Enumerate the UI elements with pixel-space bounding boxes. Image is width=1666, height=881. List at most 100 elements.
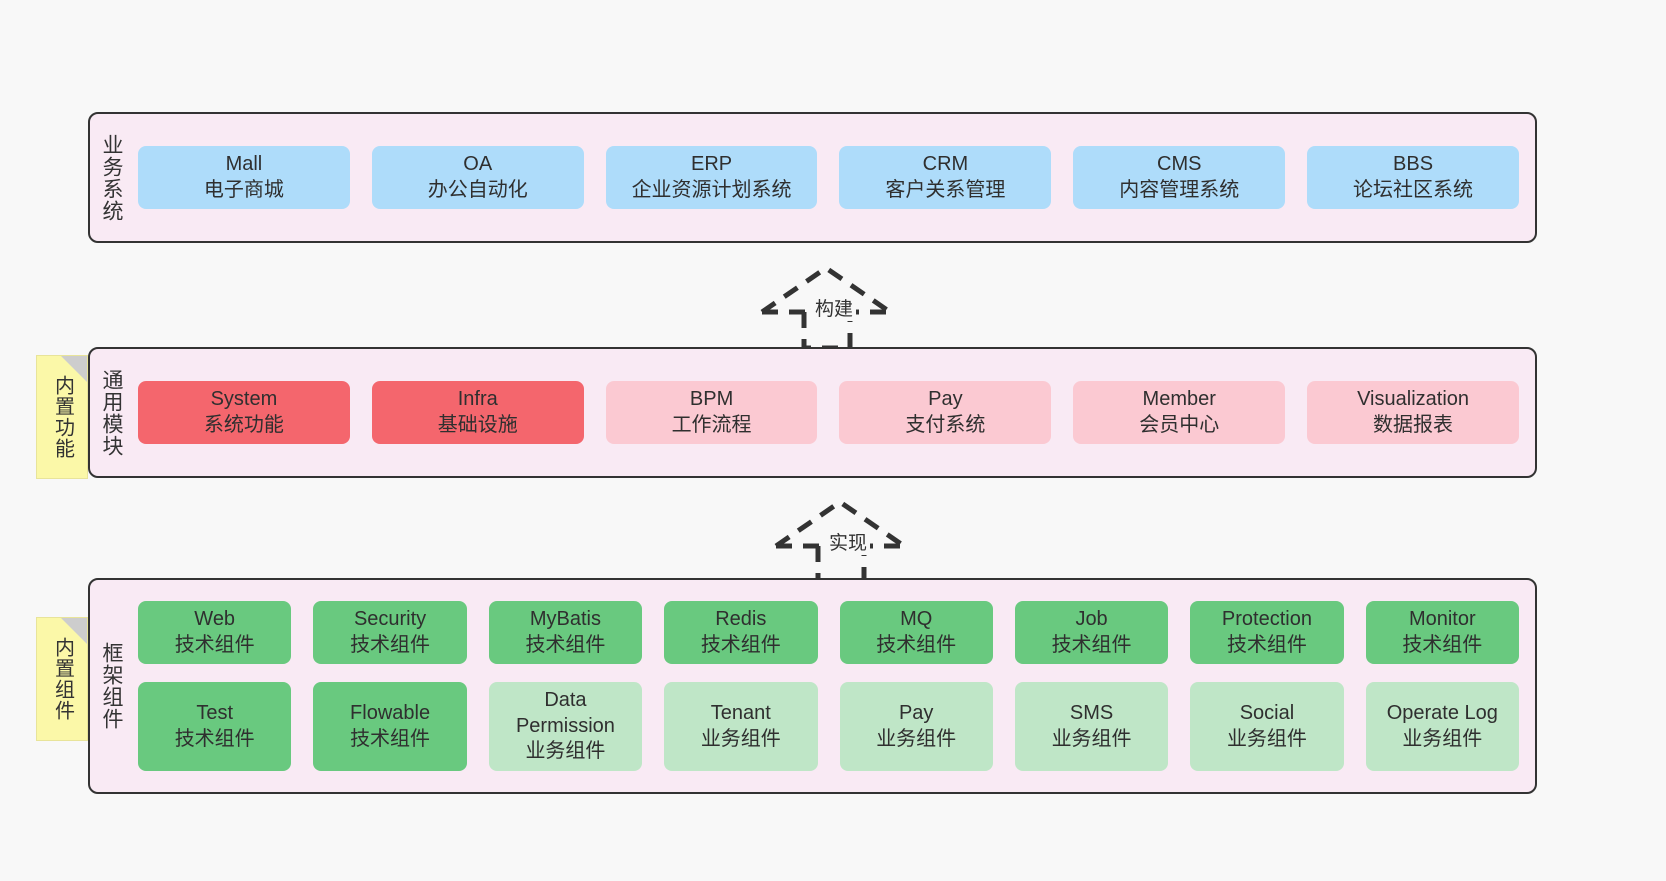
note-builtin-component: 内置组件 (36, 617, 88, 741)
layer-title-framework-component: 框架组件 (100, 642, 124, 730)
layer-business-system: 业务系统 Mall 电子商城 OA 办公自动化 ERP 企业资源计划系统 CRM (88, 112, 1537, 243)
node-member[interactable]: Member 会员中心 (1073, 380, 1286, 445)
node-system-en: System (210, 387, 278, 410)
node-crm-cn: 客户关系管理 (885, 178, 1006, 201)
node-pay-module[interactable]: Pay 支付系统 (839, 380, 1052, 445)
layer-framework-component: 框架组件 Web 技术组件 Security 技术组件 MyBatis 技术组件… (88, 578, 1537, 794)
node-test[interactable]: Test 技术组件 (138, 682, 292, 771)
node-data-permission-en: Data Permission (515, 689, 615, 737)
node-crm[interactable]: CRM 客户关系管理 (839, 145, 1052, 210)
node-mall-cn: 电子商城 (203, 178, 284, 201)
node-mq[interactable]: MQ 技术组件 (839, 601, 993, 665)
node-system-cn: 系统功能 (203, 413, 284, 436)
note-fold-corner-icon (61, 618, 87, 644)
node-job-en: Job (1075, 608, 1108, 631)
node-job[interactable]: Job 技术组件 (1014, 601, 1169, 665)
node-monitor[interactable]: Monitor 技术组件 (1365, 601, 1519, 665)
node-tenant-en: Tenant (710, 702, 771, 724)
node-job-cn: 技术组件 (1051, 633, 1132, 656)
node-sms-en: SMS (1069, 702, 1114, 724)
note-fold-corner-icon (61, 356, 87, 382)
node-web-en: Web (194, 608, 236, 631)
node-bpm[interactable]: BPM 工作流程 (605, 380, 818, 445)
node-bbs[interactable]: BBS 论坛社区系统 (1307, 145, 1519, 210)
node-protection[interactable]: Protection 技术组件 (1190, 601, 1344, 665)
node-erp-cn: 企业资源计划系统 (631, 178, 792, 201)
node-visualization[interactable]: Visualization 数据报表 (1307, 380, 1519, 445)
node-infra-en: Infra (457, 387, 498, 410)
node-infra[interactable]: Infra 基础设施 (371, 380, 584, 445)
node-visualization-en: Visualization (1357, 387, 1470, 410)
node-data-permission[interactable]: Data Permission 业务组件 (488, 682, 643, 771)
layer-body-framework-component: Web 技术组件 Security 技术组件 MyBatis 技术组件 Redi… (132, 580, 1535, 792)
node-tenant[interactable]: Tenant 业务组件 (664, 682, 818, 771)
node-web-cn: 技术组件 (174, 633, 255, 656)
node-oa-cn: 办公自动化 (427, 178, 528, 201)
row-business-systems: Mall 电子商城 OA 办公自动化 ERP 企业资源计划系统 CRM 客户关系… (138, 145, 1519, 210)
node-redis-cn: 技术组件 (700, 633, 781, 656)
node-redis[interactable]: Redis 技术组件 (664, 601, 818, 665)
node-bbs-cn: 论坛社区系统 (1353, 178, 1474, 201)
node-data-permission-cn: 业务组件 (525, 740, 606, 763)
node-mq-cn: 技术组件 (876, 633, 957, 656)
node-monitor-cn: 技术组件 (1402, 633, 1483, 656)
node-flowable[interactable]: Flowable 技术组件 (313, 682, 467, 771)
row-common-modules: System 系统功能 Infra 基础设施 BPM 工作流程 Pay 支付系统… (138, 380, 1519, 445)
node-sms-cn: 业务组件 (1051, 727, 1132, 750)
node-mybatis-cn: 技术组件 (525, 633, 606, 656)
node-pay-component[interactable]: Pay 业务组件 (839, 682, 993, 771)
node-redis-en: Redis (715, 608, 767, 631)
row-tech-components: Web 技术组件 Security 技术组件 MyBatis 技术组件 Redi… (138, 601, 1519, 665)
node-bpm-cn: 工作流程 (671, 413, 752, 436)
node-protection-cn: 技术组件 (1226, 633, 1307, 656)
node-bpm-en: BPM (689, 387, 734, 410)
node-operate-log[interactable]: Operate Log 业务组件 (1365, 682, 1519, 771)
layer-title-common-module: 通用模块 (100, 368, 124, 457)
node-security-cn: 技术组件 (350, 633, 431, 656)
node-oa[interactable]: OA 办公自动化 (371, 145, 584, 210)
node-flowable-cn: 技术组件 (350, 727, 431, 750)
node-visualization-cn: 数据报表 (1373, 413, 1454, 436)
node-web[interactable]: Web 技术组件 (138, 601, 292, 665)
layer-body-business-system: Mall 电子商城 OA 办公自动化 ERP 企业资源计划系统 CRM 客户关系… (132, 114, 1535, 241)
node-oa-en: OA (463, 152, 493, 175)
layer-body-common-module: System 系统功能 Infra 基础设施 BPM 工作流程 Pay 支付系统… (132, 349, 1535, 476)
node-infra-cn: 基础设施 (437, 413, 518, 436)
note-builtin-component-label: 内置组件 (51, 637, 74, 721)
node-tenant-cn: 业务组件 (700, 727, 781, 750)
node-cms-cn: 内容管理系统 (1119, 178, 1240, 201)
node-erp-en: ERP (691, 152, 733, 175)
note-builtin-function: 内置功能 (36, 355, 88, 479)
node-operate-log-cn: 业务组件 (1402, 727, 1483, 750)
node-mall[interactable]: Mall 电子商城 (138, 145, 350, 210)
node-social[interactable]: Social 业务组件 (1190, 682, 1344, 771)
connector-implement-label: 实现 (826, 528, 871, 555)
row-business-components: Test 技术组件 Flowable 技术组件 Data Permission … (138, 682, 1519, 771)
node-social-cn: 业务组件 (1226, 727, 1307, 750)
node-operate-log-en: Operate Log (1386, 702, 1498, 724)
node-mybatis[interactable]: MyBatis 技术组件 (488, 601, 643, 665)
node-erp[interactable]: ERP 企业资源计划系统 (605, 145, 818, 210)
node-mybatis-en: MyBatis (529, 608, 601, 631)
node-security-en: Security (353, 608, 427, 631)
note-builtin-function-label: 内置功能 (51, 375, 74, 459)
node-cms-en: CMS (1157, 152, 1202, 175)
layer-title-business-system: 业务系统 (100, 133, 124, 222)
node-cms[interactable]: CMS 内容管理系统 (1073, 145, 1286, 210)
node-social-en: Social (1239, 702, 1295, 724)
node-test-en: Test (196, 702, 234, 724)
node-mall-en: Mall (225, 152, 263, 175)
layer-common-module: 通用模块 System 系统功能 Infra 基础设施 BPM 工作流程 Pay (88, 347, 1537, 478)
node-security[interactable]: Security 技术组件 (313, 601, 467, 665)
connector-build-label: 构建 (812, 294, 857, 321)
node-crm-en: CRM (922, 152, 969, 175)
node-member-cn: 会员中心 (1139, 413, 1220, 436)
node-system[interactable]: System 系统功能 (138, 380, 350, 445)
node-mq-en: MQ (900, 608, 933, 631)
node-member-en: Member (1142, 387, 1216, 410)
node-pay-module-en: Pay (928, 387, 963, 410)
node-bbs-en: BBS (1393, 152, 1434, 175)
node-sms[interactable]: SMS 业务组件 (1014, 682, 1169, 771)
node-monitor-en: Monitor (1408, 608, 1476, 631)
